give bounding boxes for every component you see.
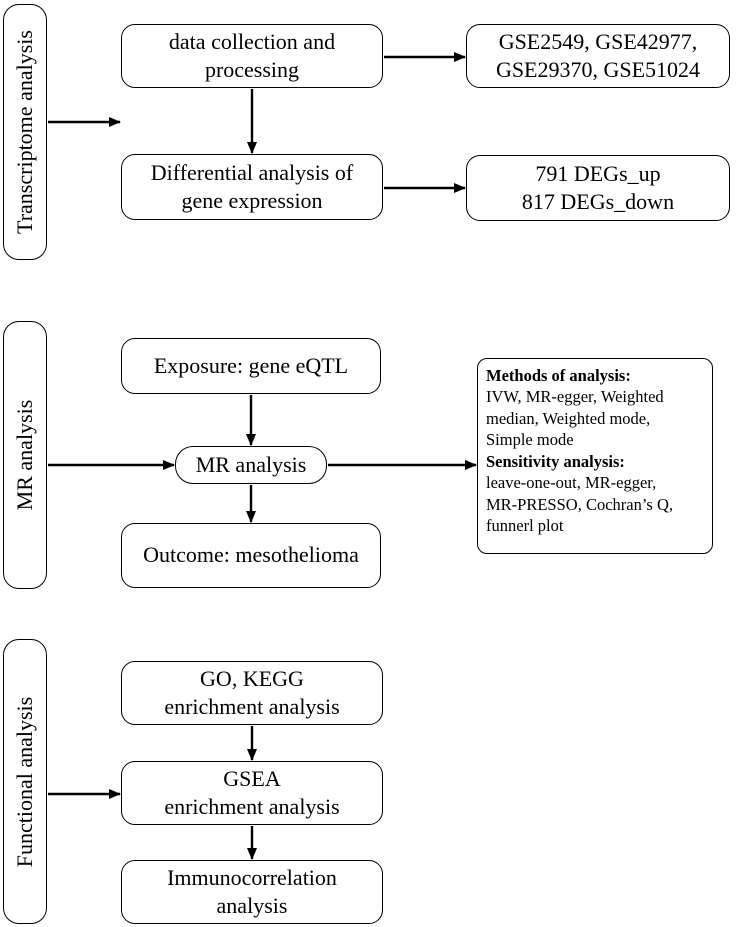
- methods-title: Methods of analysis:: [486, 366, 631, 385]
- transcriptome-section-label: Transcriptome analysis: [3, 4, 47, 260]
- mr-section-label: MR analysis: [3, 321, 47, 589]
- datasets-box: GSE2549, GSE42977, GSE29370, GSE51024: [466, 24, 730, 88]
- data-collection-box: data collection and processing: [121, 24, 383, 88]
- functional-section-label: Functional analysis: [3, 639, 47, 924]
- immunocorrelation-box: Immunocorrelation analysis: [121, 860, 383, 924]
- methods-box: Methods of analysis: IVW, MR-egger, Weig…: [477, 358, 713, 554]
- methods-line: Simple mode: [486, 430, 574, 450]
- go-kegg-box: GO, KEGG enrichment analysis: [121, 661, 383, 725]
- differential-analysis-box: Differential analysis of gene expression: [121, 154, 383, 220]
- gsea-box: GSEA enrichment analysis: [121, 761, 383, 825]
- sensitivity-line: MR-PRESSO, Cochran’s Q,: [486, 494, 674, 514]
- methods-line: IVW, MR-egger, Weighted: [486, 387, 664, 407]
- degs-box: 791 DEGs_up 817 DEGs_down: [466, 155, 730, 221]
- sensitivity-line: funnerl plot: [486, 516, 564, 536]
- sensitivity-line: leave-one-out, MR-egger,: [486, 473, 657, 493]
- outcome-box: Outcome: mesothelioma: [121, 523, 381, 588]
- methods-line: median, Weighted mode,: [486, 408, 651, 428]
- exposure-box: Exposure: gene eQTL: [121, 338, 381, 394]
- mr-analysis-box: MR analysis: [175, 446, 327, 484]
- sensitivity-title: Sensitivity analysis:: [486, 451, 625, 471]
